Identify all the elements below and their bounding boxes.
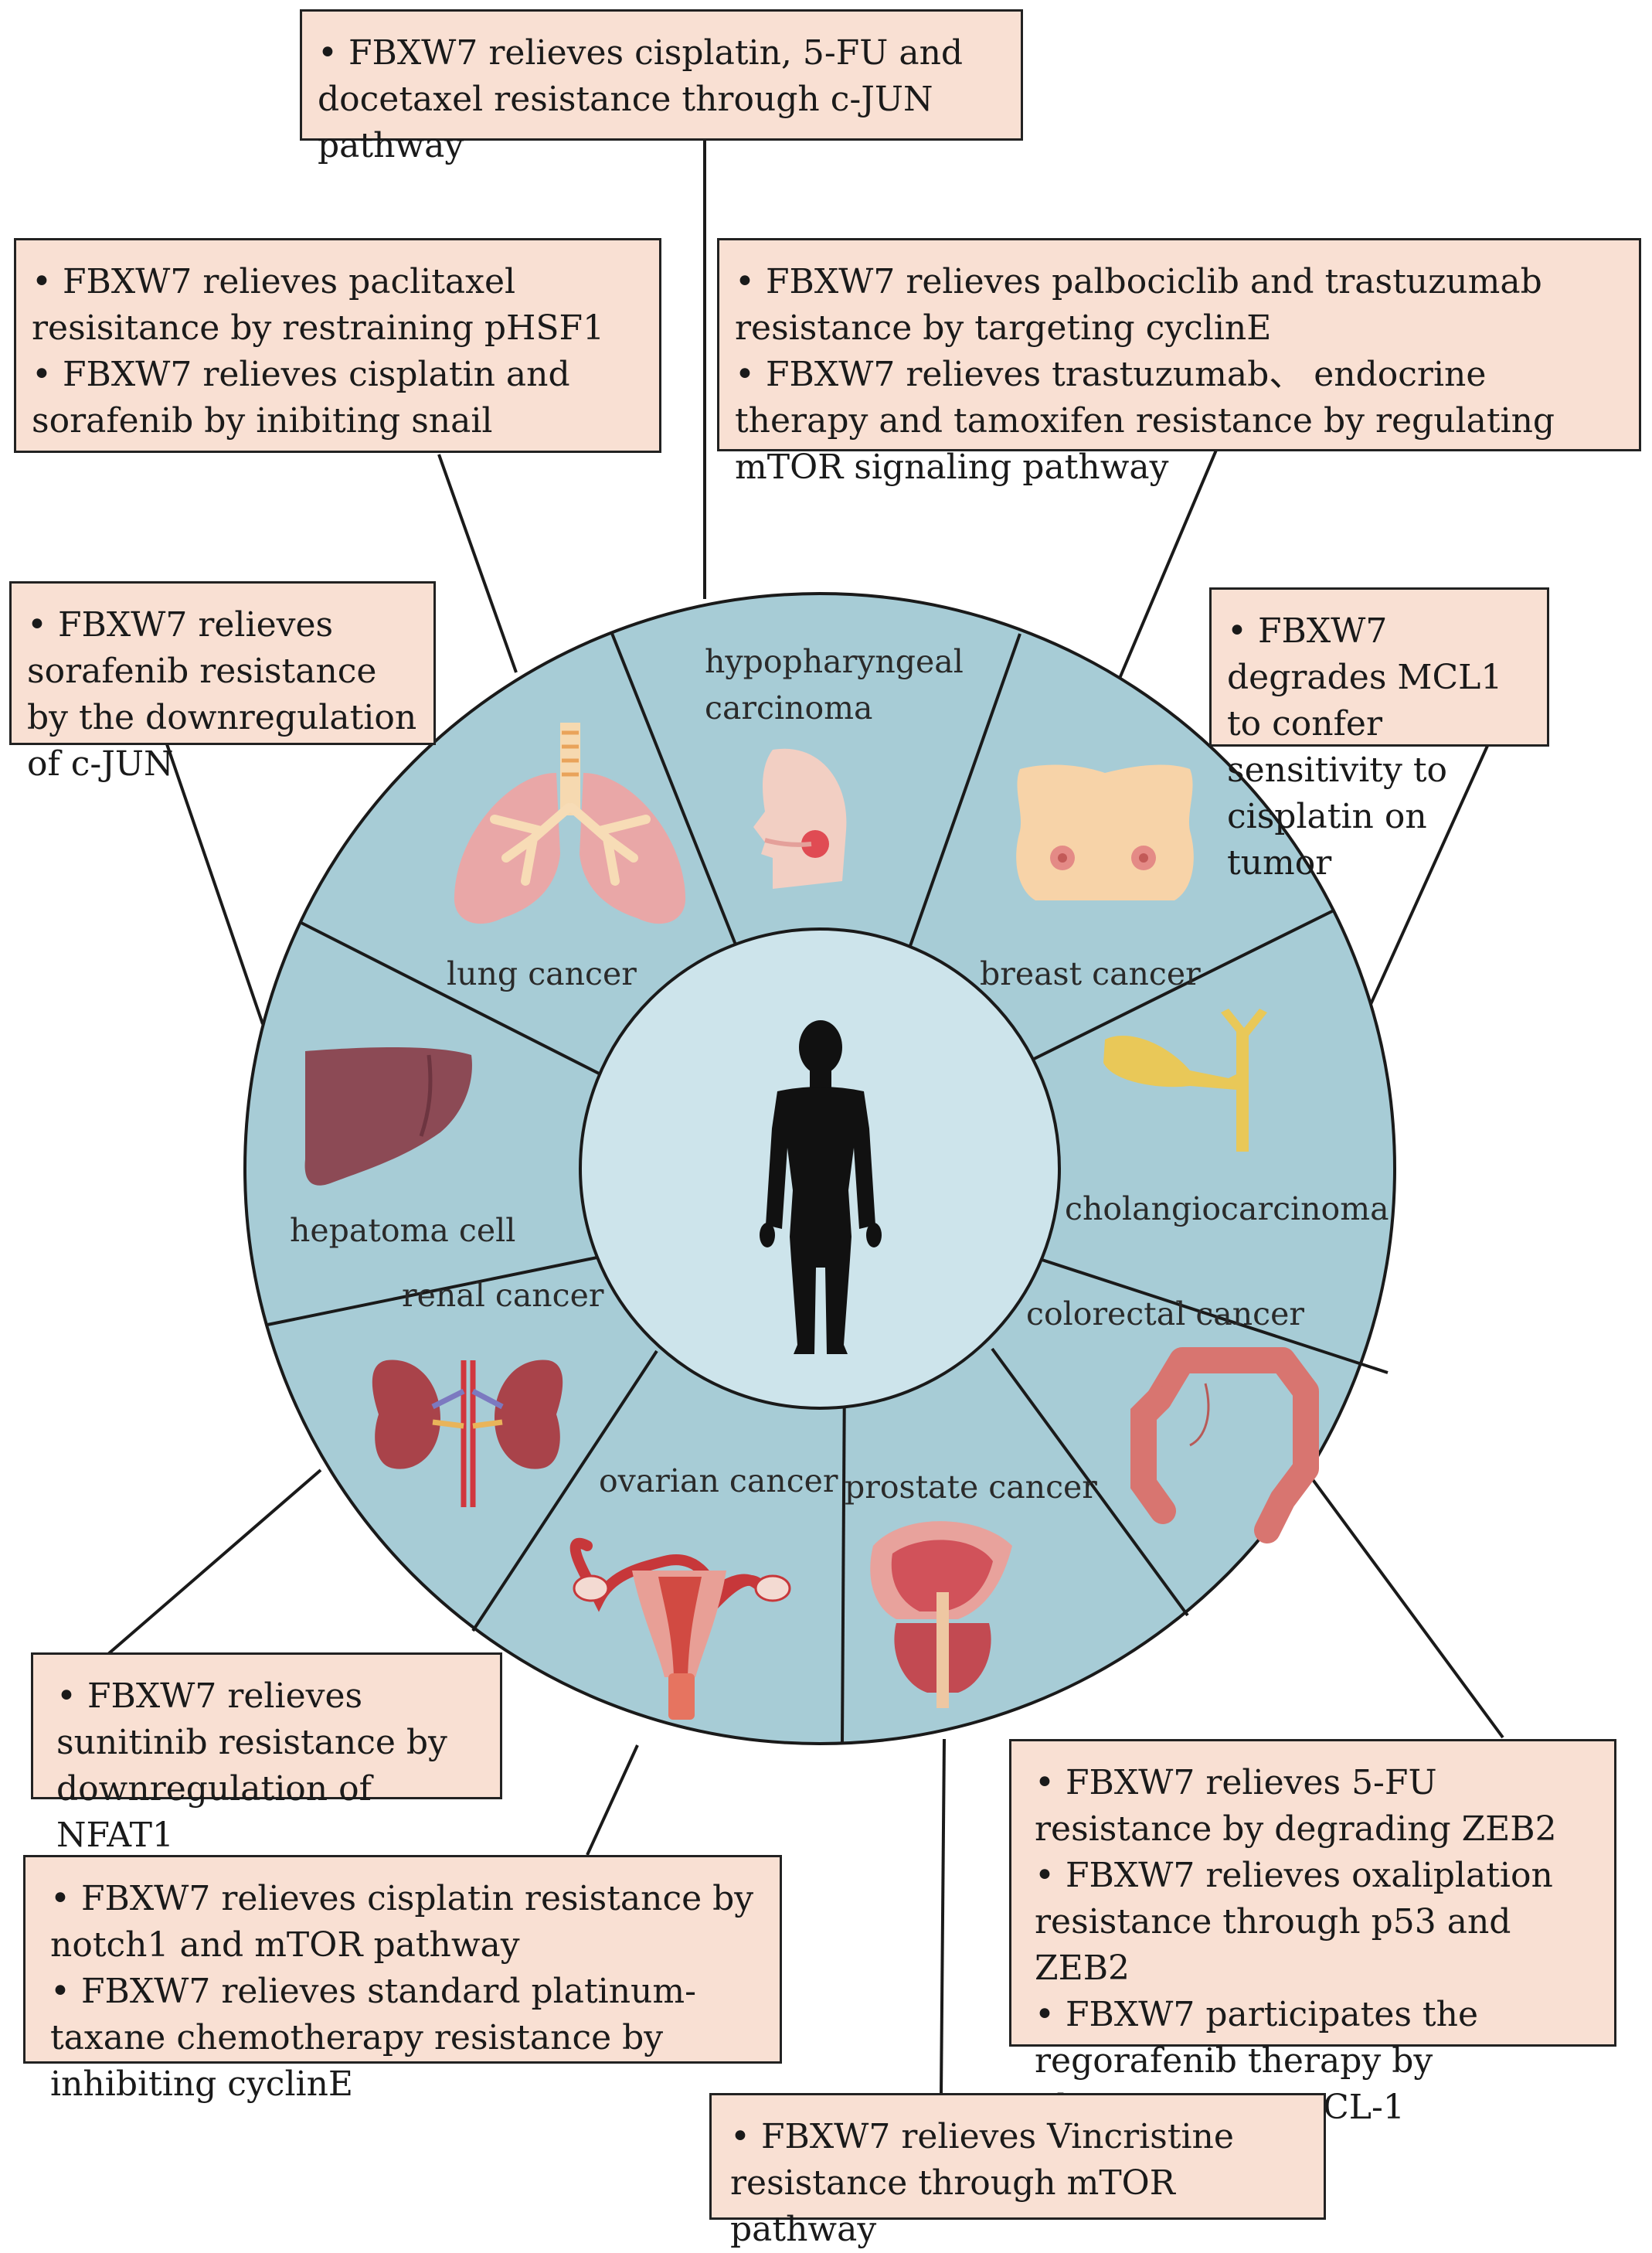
liver-icon <box>304 1047 472 1186</box>
box-prostate: FBXW7 relieves Vincristine resistance th… <box>709 2093 1326 2249</box>
prostate-icon <box>870 1521 1012 1708</box>
divider <box>841 1370 846 1744</box>
bullet-item: FBXW7 relieves cisplatin, 5-FU and docet… <box>318 30 1005 169</box>
divider <box>1018 909 1334 1068</box>
kidney-icon <box>372 1360 563 1507</box>
divider <box>267 1251 624 1326</box>
head-icon <box>753 748 847 889</box>
bullet-item: FBXW7 relieves 5-FU resistance by degrad… <box>1035 1760 1599 1853</box>
segment-label-hepatoma: hepatoma cell <box>290 1212 515 1249</box>
box-lung: FBXW7 relieves paclitaxel resisitance by… <box>14 238 661 453</box>
segment-label-renal: renal cancer <box>402 1277 604 1314</box>
box-hepatoma: FBXW7 relieves sorafenib resistance by t… <box>9 581 436 784</box>
divider <box>471 1349 658 1632</box>
human-body-icon <box>760 1020 882 1354</box>
bullet-item: FBXW7 relieves standard platinum-taxane … <box>50 1969 764 2108</box>
bile-duct-icon <box>1103 1009 1267 1152</box>
divider <box>610 631 752 982</box>
segment-label-breast: breast cancer <box>980 955 1201 992</box>
segment-label-cholangio: cholangiocarcinoma <box>1065 1190 1389 1227</box>
torso-icon <box>1016 764 1194 900</box>
connector-lung <box>437 454 518 673</box>
bullet-item: FBXW7 relieves trastuzumab、 endocrine th… <box>735 352 1623 491</box>
divider <box>1018 1251 1389 1374</box>
box-top: FBXW7 relieves cisplatin, 5-FU and docet… <box>300 9 1023 165</box>
connector-hepatoma <box>165 741 264 1025</box>
bullet-item: FBXW7 relieves sunitinib resistance by d… <box>56 1673 484 1859</box>
divider <box>895 633 1021 986</box>
connector-renal <box>107 1469 322 1656</box>
bullet-item: FBXW7 relieves oxaliplation resistance t… <box>1035 1853 1599 1992</box>
box-ovarian: FBXW7 relieves cisplatin resistance by n… <box>23 1855 782 2104</box>
box-colorectal: FBXW7 relieves 5-FU resistance by degrad… <box>1009 1739 1616 2127</box>
segment-label-ovarian: ovarian cancer <box>599 1462 838 1499</box>
bullet-item: FBXW7 relieves cisplatin and sorafenib b… <box>32 352 644 444</box>
uterus-icon <box>569 1538 791 1720</box>
connector-colorectal <box>1306 1471 1504 1739</box>
bullet-item: FBXW7 relieves cisplatin resistance by n… <box>50 1876 764 1969</box>
divider <box>991 1347 1189 1617</box>
bullet-item: FBXW7 relieves Vincristine resistance th… <box>730 2114 1308 2253</box>
box-cholangio: FBXW7 degrades MCL1 to confer sensitivit… <box>1209 587 1549 883</box>
bullet-item: FBXW7 relieves sorafenib resistance by t… <box>27 602 418 788</box>
colon-icon <box>1130 1347 1319 1543</box>
divider <box>299 921 617 1084</box>
lung-icon <box>454 723 686 924</box>
connector-ovarian <box>586 1744 639 1856</box>
bullet-item: FBXW7 relieves palbociclib and trastuzum… <box>735 259 1623 352</box>
bullet-item: FBXW7 degrades MCL1 to confer sensitivit… <box>1227 608 1531 887</box>
bullet-item: FBXW7 relieves paclitaxel resisitance by… <box>32 259 644 352</box>
segment-label-prostate: prostate cancer <box>845 1469 1097 1506</box>
segment-label-colorectal: colorectal cancer <box>1026 1295 1304 1332</box>
segment-label-lung: lung cancer <box>447 955 637 992</box>
box-breast: FBXW7 relieves palbociclib and trastuzum… <box>717 238 1641 487</box>
box-renal: FBXW7 relieves sunitinib resistance by d… <box>31 1652 502 1855</box>
connector-prostate <box>940 1738 946 2095</box>
